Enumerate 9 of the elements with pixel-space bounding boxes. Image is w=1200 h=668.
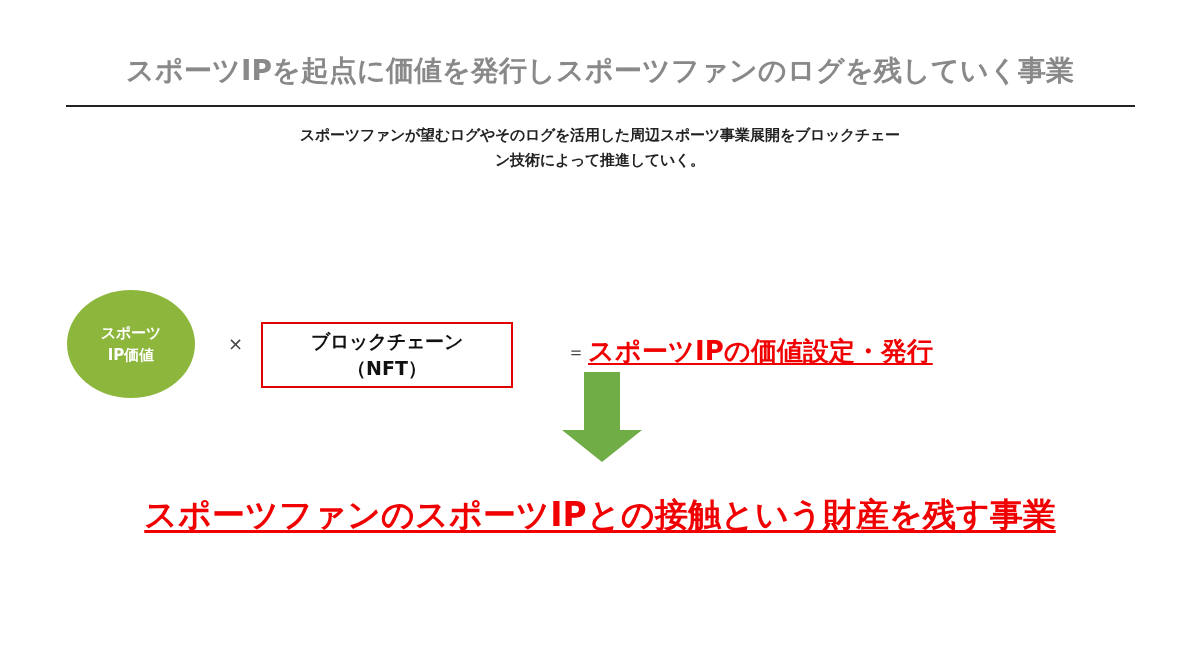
arrow [562, 372, 642, 462]
title: スポーツIPを起点に価値を発行しスポーツファンのログを残していく事業 [125, 53, 1075, 89]
conclusion-text: スポーツファンのスポーツIPとの接触という財産を残す事業 [120, 462, 1080, 538]
subtitle: スポーツファンが望むログやそのログを活用した周辺スポーツ事業展開をブロックチェーン技術によって推進していく。 [300, 125, 900, 171]
equals-sign: ＝ [567, 340, 585, 364]
technology-box: ブロックチェーン（NFT） [261, 322, 513, 388]
result-text: スポーツIPの価値設定・発行 [588, 332, 984, 370]
value-ellipse: スポーツIP価値 [67, 290, 195, 398]
multiply-sign: × [228, 333, 244, 354]
